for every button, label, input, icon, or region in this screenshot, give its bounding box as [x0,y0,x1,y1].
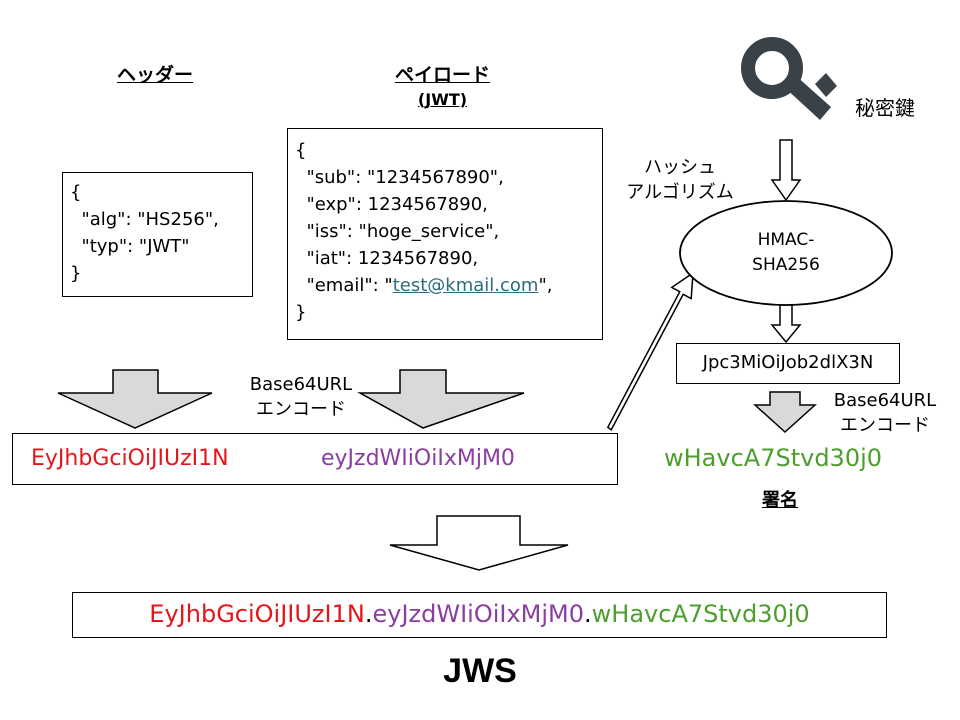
encode-label-line2: エンコード [256,399,346,420]
payload-line: "iss": "hoge_service", [295,221,500,242]
header-line: "alg": "HS256", [70,209,219,230]
encode-arrow-signature [753,391,817,434]
secret-key-label: 秘密鍵 [855,96,915,120]
hash-label-line1: ハッシュ [644,157,716,178]
hmac-to-output-arrow [770,304,802,344]
hash-output-box: Jpc3MiOiJob2dlX3N [676,343,900,384]
header-heading: ヘッダー [116,64,193,86]
payload-json-box: { "sub": "1234567890", "exp": 1234567890… [287,128,603,340]
encode-label-line1: Base64URL [249,374,353,395]
jws-signature-part: wHavcA7Stvd30j0 [591,600,810,628]
jws-dot: . [364,600,373,628]
jws-header-part: EyJhbGciOiJIUzI1N [149,600,365,628]
hash-algorithm-label: ハッシュ アルゴリズム [615,155,745,205]
encode-label-line2: エンコード [840,415,930,436]
payload-email-line: "email": "test@kmail.com", [295,272,602,299]
encode-arrow-header [57,369,213,429]
jws-label: JWS [443,652,517,690]
jws-payload-part: eyJzdWIiOiIxMjM0 [372,600,585,628]
encode-label-left: Base64URL エンコード [236,372,366,422]
header-line: } [70,263,82,284]
key-to-hmac-arrow [770,139,802,202]
encoded-header: EyJhbGciOiJIUzI1N [31,446,229,471]
jws-box: EyJhbGciOiJIUzI1N.eyJzdWIiOiIxMjM0.wHavc… [72,592,887,638]
encode-label-right: Base64URL エンコード [820,388,950,438]
signature-value: wHavcA7Stvd30j0 [664,444,883,472]
header-json-box: { "alg": "HS256", "typ": "JWT" } [62,172,253,297]
payload-line: { [295,140,307,161]
payload-heading: ペイロード [394,64,490,86]
payload-line: "exp": 1234567890, [295,194,488,215]
payload-line: } [295,302,307,323]
encode-arrow-payload [357,369,525,429]
payload-line: "iat": 1234567890, [295,248,479,269]
encode-label-line1: Base64URL [833,390,937,411]
header-line: { [70,182,82,203]
payload-line: "sub": "1234567890", [295,167,504,188]
header-line: "typ": "JWT" [70,236,190,257]
email-link[interactable]: test@kmail.com [392,275,539,296]
key-icon [741,37,837,120]
payload-subheading: (JWT) [417,90,468,109]
encoded-to-hmac-arrow [606,271,694,432]
hash-label-line2: アルゴリズム [626,182,734,203]
jws-dot: . [584,600,592,628]
encoded-payload: eyJzdWIiOiIxMjM0 [321,446,515,471]
to-jws-arrow [389,515,569,571]
email-prefix: "email": " [295,275,393,296]
email-suffix: ", [538,275,553,296]
hmac-line1: HMAC- [757,230,815,250]
hmac-line2: SHA256 [752,255,820,275]
hmac-ellipse [679,200,893,306]
hmac-label: HMAC- SHA256 [730,228,842,278]
signature-label: 署名 [762,490,798,511]
encoded-box: EyJhbGciOiJIUzI1N eyJzdWIiOiIxMjM0 [12,433,618,485]
